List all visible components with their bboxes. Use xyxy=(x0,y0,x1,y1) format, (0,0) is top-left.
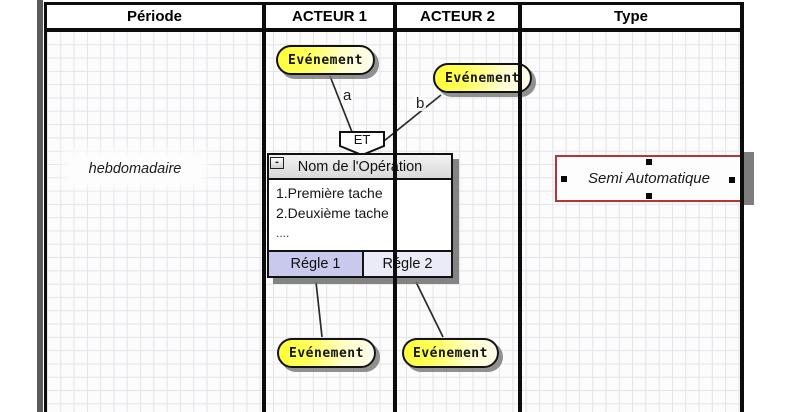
operation-task-ellipsis: .... xyxy=(276,226,290,240)
rule-1-cell[interactable]: Régle 1 xyxy=(269,250,364,276)
edge-label-a: a xyxy=(341,87,354,104)
table-border-right xyxy=(740,2,744,412)
operation-rules-row: Régle 1 Régle 2 xyxy=(269,250,451,276)
selection-handle-bottom[interactable] xyxy=(646,193,652,199)
operation-task-list: 1.Première tache 2.Deuxième tache .... xyxy=(269,180,451,253)
rule-2-cell[interactable]: Régle 2 xyxy=(364,250,451,276)
operation-title: Nom de l'Opération xyxy=(297,158,423,175)
table-border-top xyxy=(44,2,744,5)
event-node-top-right[interactable]: Evénement xyxy=(433,63,532,93)
synchronization-et-node[interactable]: ET xyxy=(338,130,386,157)
operation-header[interactable]: - Nom de l'Opération xyxy=(269,155,451,180)
selection-shadow-bar xyxy=(744,152,754,205)
header-bottom-border xyxy=(44,28,744,32)
event-node-bottom-left[interactable]: Evénement xyxy=(277,338,376,368)
operation-task: 1.Première tache xyxy=(276,185,383,201)
column-header-periode: Période xyxy=(126,7,183,25)
edge-label-b: b xyxy=(414,95,427,112)
column-divider-periode-acteur1 xyxy=(262,2,266,412)
period-label[interactable]: hebdomadaire xyxy=(70,157,200,180)
selection-handle-right[interactable] xyxy=(729,177,735,183)
selection-handle-top[interactable] xyxy=(646,159,652,165)
event-node-top-left[interactable]: Evénement xyxy=(276,45,375,75)
column-header-type: Type xyxy=(614,7,648,25)
operation-box[interactable]: - Nom de l'Opération 1.Première tache 2.… xyxy=(267,153,453,278)
column-divider-acteur2-type xyxy=(518,2,522,412)
et-pentagon-shape xyxy=(339,131,385,157)
table-border-left xyxy=(44,2,47,412)
column-divider-acteur1-acteur2 xyxy=(393,2,397,412)
operation-task: 2.Deuxième tache xyxy=(276,205,389,221)
column-header-acteur1: ACTEUR 1 xyxy=(291,7,367,25)
window-edge-strip xyxy=(37,0,43,412)
column-header-acteur2: ACTEUR 2 xyxy=(419,7,495,25)
event-node-bottom-right[interactable]: Evénement xyxy=(402,338,499,368)
et-operator-label: ET xyxy=(353,132,371,147)
minus-collapse-icon[interactable]: - xyxy=(270,157,284,169)
selection-handle-left[interactable] xyxy=(561,176,567,182)
